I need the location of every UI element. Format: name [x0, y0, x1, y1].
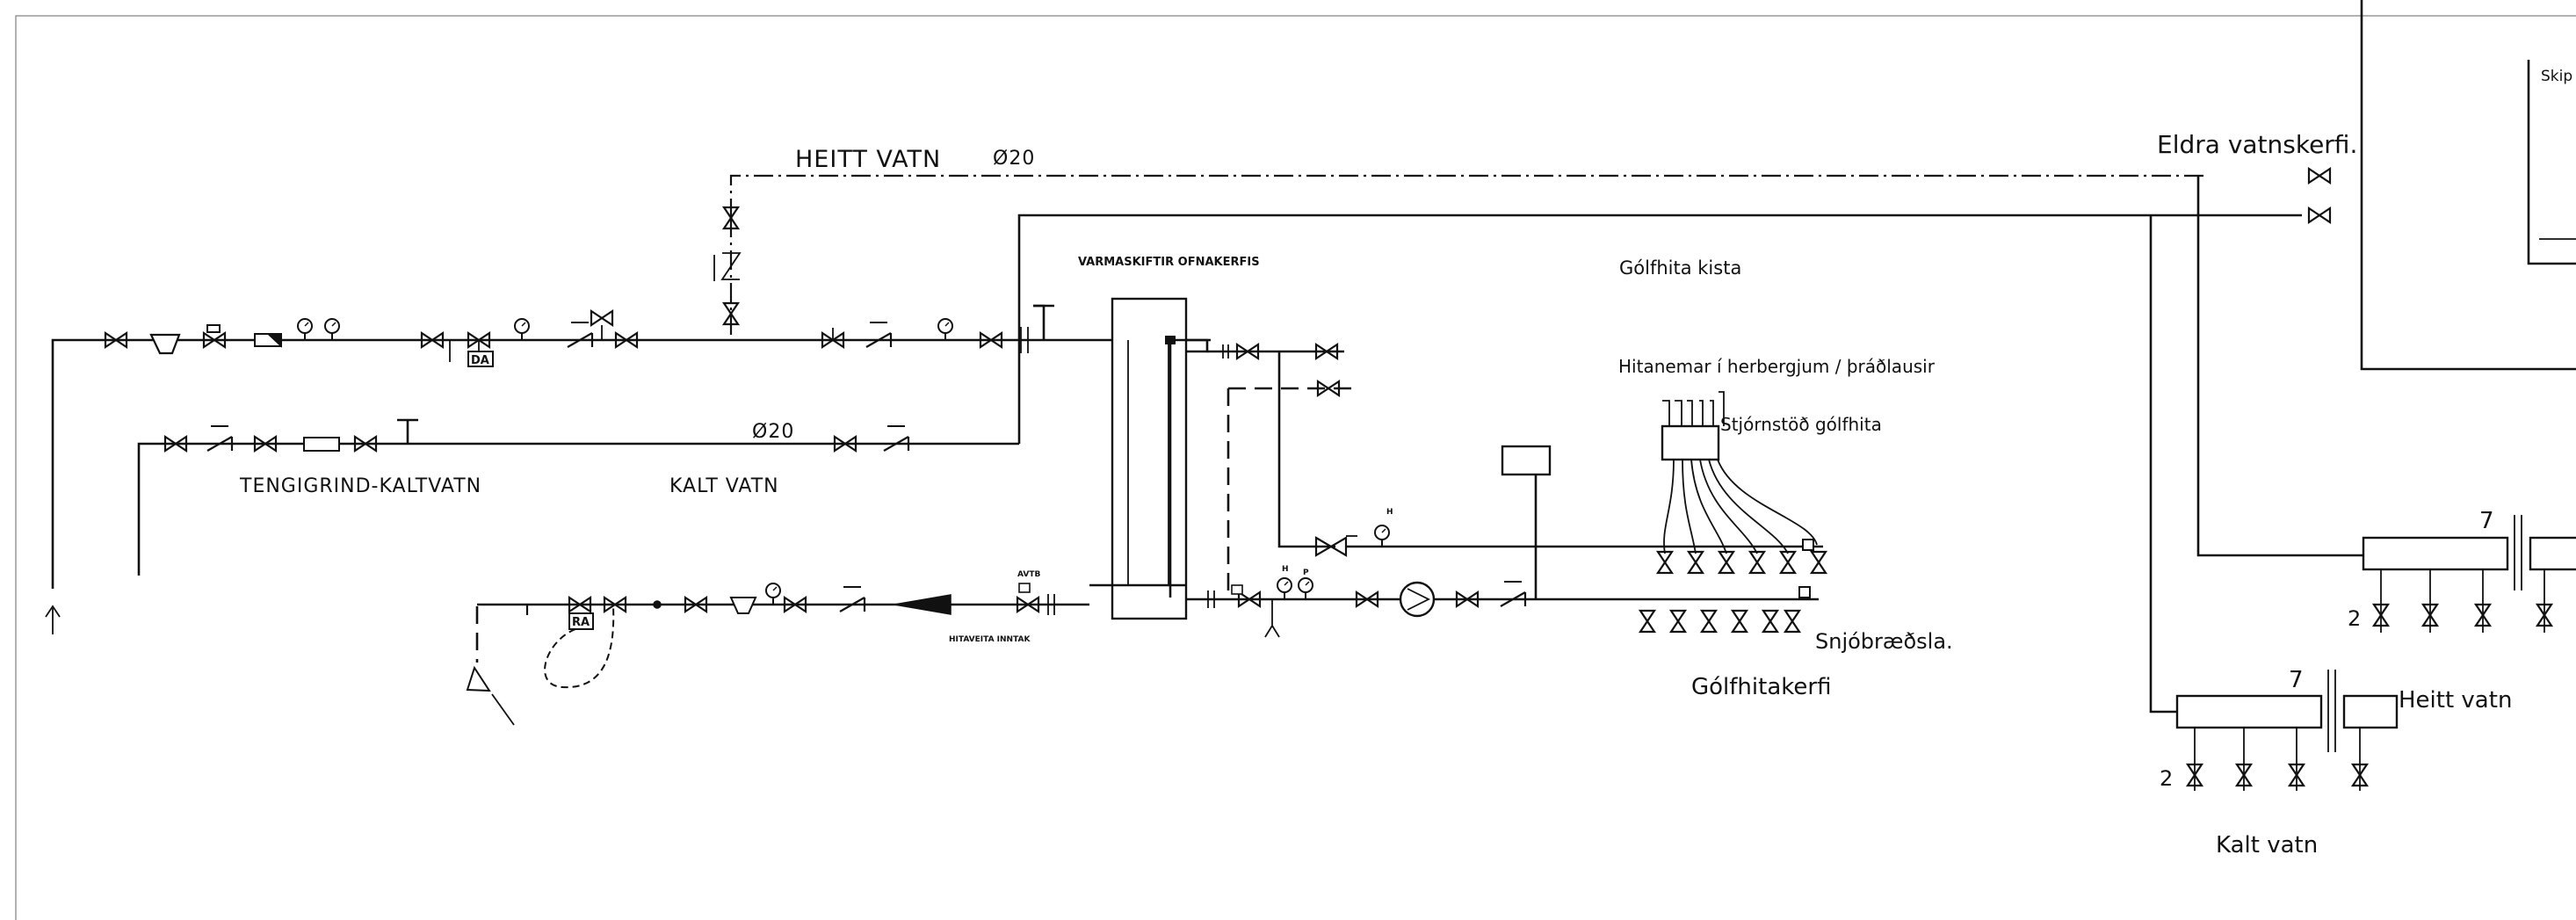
expansion-tank — [1501, 445, 1552, 599]
hitaveita-label: HITAVEITA INNTAK — [949, 635, 1031, 644]
stjornstod-label: Stjórnstöð gólfhita — [1720, 414, 1882, 435]
control-unit — [1661, 391, 1818, 554]
floor-heating-manifold: Gólfhita kista Hitanemar í herbergjum / … — [1618, 257, 1953, 700]
ra-symbol: RA — [572, 616, 590, 629]
golfhitakerfi-label: Gólfhitakerfi — [1691, 674, 1831, 700]
hot-water-main: HEITT VATN Ø20 — [713, 146, 2332, 339]
hot-water-header: DA — [45, 304, 1128, 634]
manifold-lower-valves — [1639, 609, 1801, 634]
heating-loop: H — [1165, 336, 1652, 598]
num-2-lower: 2 — [2160, 766, 2173, 791]
cold-water-line: Ø20 TENGIGRIND-KALTVATN KALT VATN — [137, 418, 1019, 576]
cold-water-return-line — [1017, 176, 2363, 714]
tengigrind-label: TENGIGRIND-KALTVATN — [239, 475, 481, 497]
h-symbol-lower: H — [1282, 565, 1289, 574]
varmaskiftir-label: VARMASKIFTIR OFNAKERFIS — [1078, 256, 1260, 269]
num-2-upper: 2 — [2348, 606, 2361, 631]
kalt-vatn-label: KALT VATN — [669, 475, 779, 497]
da-symbol: DA — [471, 354, 489, 367]
cold-water-distributor: 7 2 Kalt vatn — [2160, 667, 2399, 858]
heitt-vatn-dim: Ø20 — [993, 148, 1035, 170]
num-7-lower: 7 — [2289, 667, 2304, 693]
heitt-vatn-label: HEITT VATN — [795, 146, 941, 173]
kalt-vatn-dim: Ø20 — [752, 421, 794, 443]
drawing-frame — [15, 15, 2576, 920]
hitanemar-label: Hitanemar í herbergjum / þráðlausir — [1618, 356, 1936, 377]
eldra-vatnskerfi-label: Eldra vatnskerfi. — [2157, 130, 2357, 159]
supply-line: RA AVTB HITAVEITA INNTAK H P — [466, 565, 1652, 726]
p-symbol: P — [1303, 569, 1309, 577]
title-block: Skip — [2360, 0, 2576, 371]
hot-water-distributor: 7 2 Heitt vatn — [2348, 508, 2576, 714]
avtb-label: AVTB — [1017, 570, 1040, 579]
num-7-upper: 7 — [2479, 508, 2494, 534]
h-symbol-upper: H — [1386, 508, 1393, 517]
kalt-vatn-right-label: Kalt vatn — [2216, 832, 2318, 858]
heat-exchanger: VARMASKIFTIR OFNAKERFIS — [1078, 256, 1260, 620]
heitt-vatn-right-label: Heitt vatn — [2399, 687, 2512, 714]
manifold-upper-valves — [1656, 550, 1827, 575]
golfhita-kista-label: Gólfhita kista — [1619, 257, 1741, 279]
snjobraedsla-label: Snjóbræðsla. — [1815, 629, 1953, 654]
skip-label: Skip — [2541, 68, 2572, 85]
